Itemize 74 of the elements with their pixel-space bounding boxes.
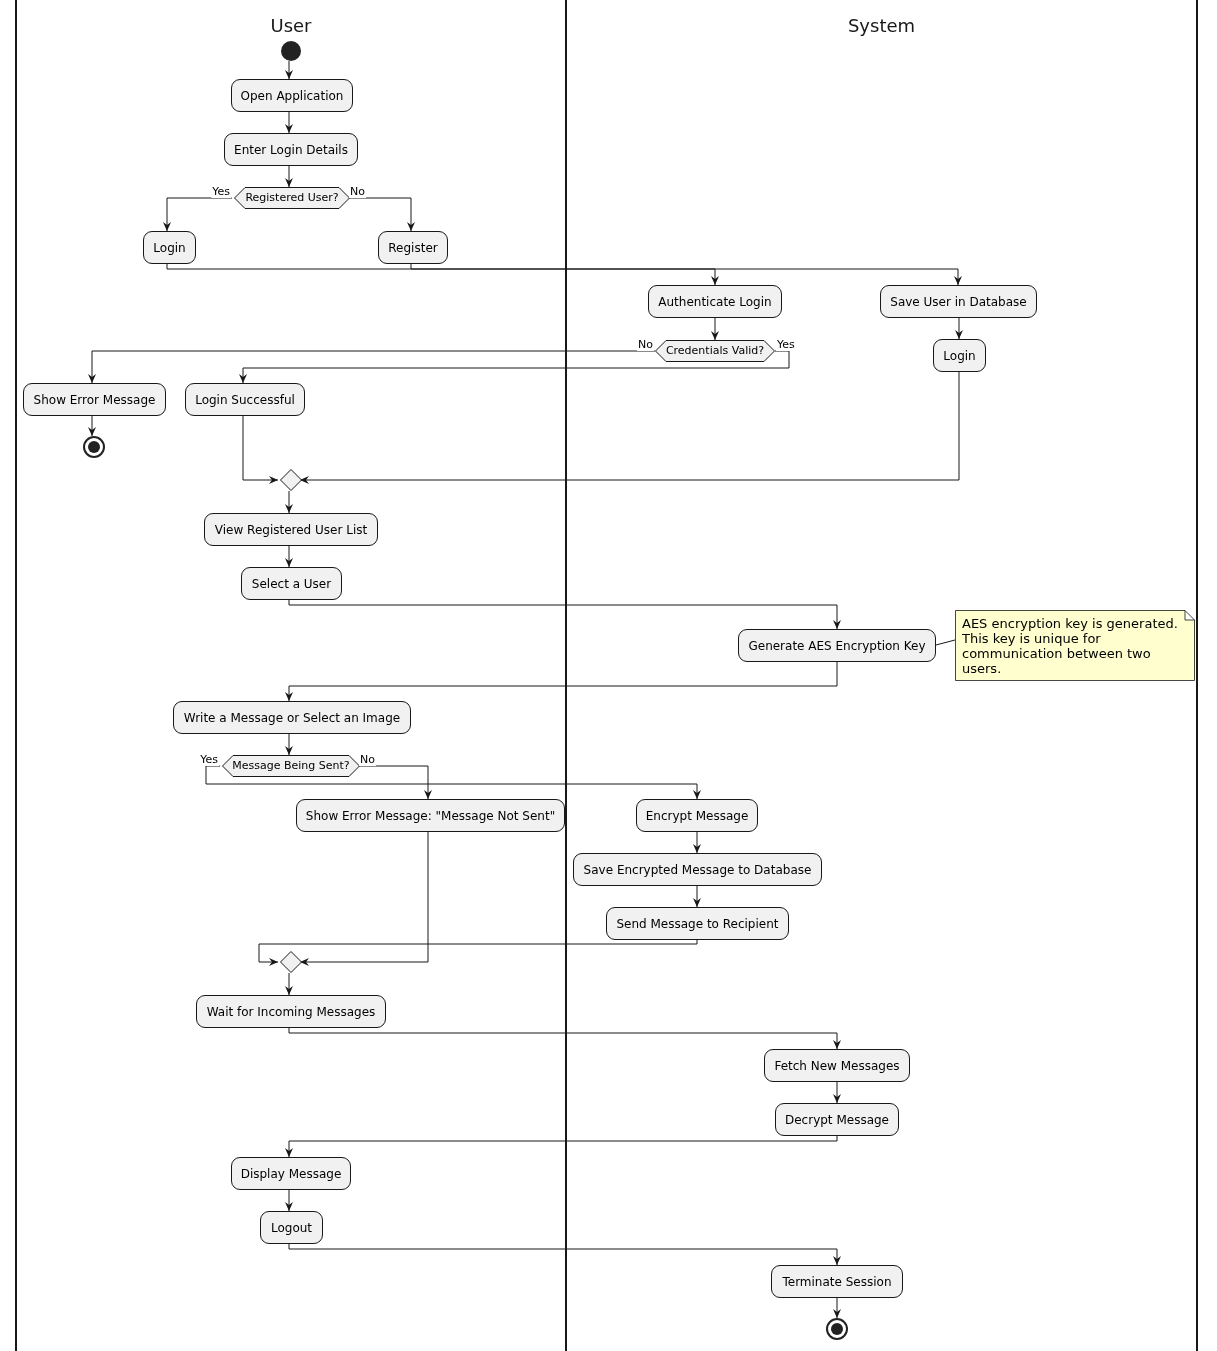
decision-diamond: Credentials Valid?: [655, 340, 775, 362]
activity-box: Select a User: [241, 567, 342, 600]
arrow: [285, 661, 838, 702]
lane-heading: User: [269, 14, 313, 38]
arrow: [285, 165, 293, 188]
activity-box: Generate AES Encryption Key: [738, 629, 936, 662]
activity-box: Logout: [260, 1211, 323, 1244]
merge-diamond: [280, 469, 302, 491]
arrow: [693, 885, 701, 908]
activity-box: View Registered User List: [204, 513, 378, 546]
edge-label: No: [637, 339, 654, 351]
arrow: [285, 545, 293, 568]
activity-box: Show Error Message: "Message Not Sent": [296, 799, 565, 832]
edge-label: Yes: [776, 339, 796, 351]
activity-box: Encrypt Message: [636, 799, 758, 832]
arrow: [288, 1243, 841, 1266]
arrow: [239, 350, 790, 384]
end-node: [83, 436, 105, 458]
activity-box: Write a Message or Select an Image: [173, 701, 411, 734]
activity-box: Register: [378, 231, 448, 264]
arrow: [410, 263, 962, 286]
activity-box: Login: [933, 339, 986, 372]
edge-label: Yes: [199, 754, 219, 766]
activity-box: Wait for Incoming Messages: [196, 995, 386, 1028]
arrow: [166, 263, 719, 286]
arrow: [955, 317, 963, 340]
arrow: [242, 415, 279, 484]
activity-box: Terminate Session: [771, 1265, 903, 1298]
arrow: [205, 765, 701, 800]
arrow: [833, 1297, 841, 1319]
arrow: [288, 1027, 841, 1050]
activity-box: Login Successful: [185, 383, 305, 416]
arrow: [285, 111, 293, 134]
arrow: [693, 831, 701, 854]
activity-box: Enter Login Details: [224, 133, 358, 166]
decision-diamond: Registered User?: [234, 187, 350, 209]
arrow: [163, 197, 233, 232]
activity-box: Display Message: [231, 1157, 351, 1190]
activity-box: Save User in Database: [880, 285, 1037, 318]
activity-box: Decrypt Message: [775, 1103, 899, 1136]
arrow: [288, 599, 841, 630]
arrow: [88, 350, 656, 384]
decision-diamond: Message Being Sent?: [222, 755, 360, 777]
lane-heading: System: [846, 14, 917, 38]
end-node: [826, 1318, 848, 1340]
arrow: [285, 733, 293, 756]
arrow: [285, 60, 293, 80]
activity-box: Authenticate Login: [648, 285, 782, 318]
edge-label: No: [359, 754, 376, 766]
activity-box: Fetch New Messages: [764, 1049, 910, 1082]
arrow: [258, 939, 698, 966]
activity-box: Login: [143, 231, 196, 264]
arrow: [285, 1189, 293, 1212]
arrow: [347, 197, 415, 232]
activity-box: Open Application: [231, 79, 353, 112]
note: AES encryption key is generated. This key is unique for communication between two users.: [955, 610, 1195, 681]
arrow: [299, 831, 429, 966]
activity-box: Send Message to Recipient: [606, 907, 789, 940]
edge-label: No: [349, 186, 366, 198]
edge-label: Yes: [211, 186, 231, 198]
activity-box: Save Encrypted Message to Database: [573, 853, 822, 886]
arrow: [833, 1081, 841, 1104]
arrow: [285, 1135, 838, 1158]
note-connector: [935, 639, 956, 646]
activity-box: Show Error Message: [23, 383, 166, 416]
merge-diamond: [280, 951, 302, 973]
arrow: [711, 317, 719, 341]
swimlane: [15, 0, 567, 1351]
arrow: [357, 765, 432, 800]
arrow: [285, 490, 293, 514]
arrow: [285, 972, 293, 996]
arrow: [299, 371, 960, 484]
arrow: [88, 415, 96, 437]
start-node: [281, 41, 301, 61]
